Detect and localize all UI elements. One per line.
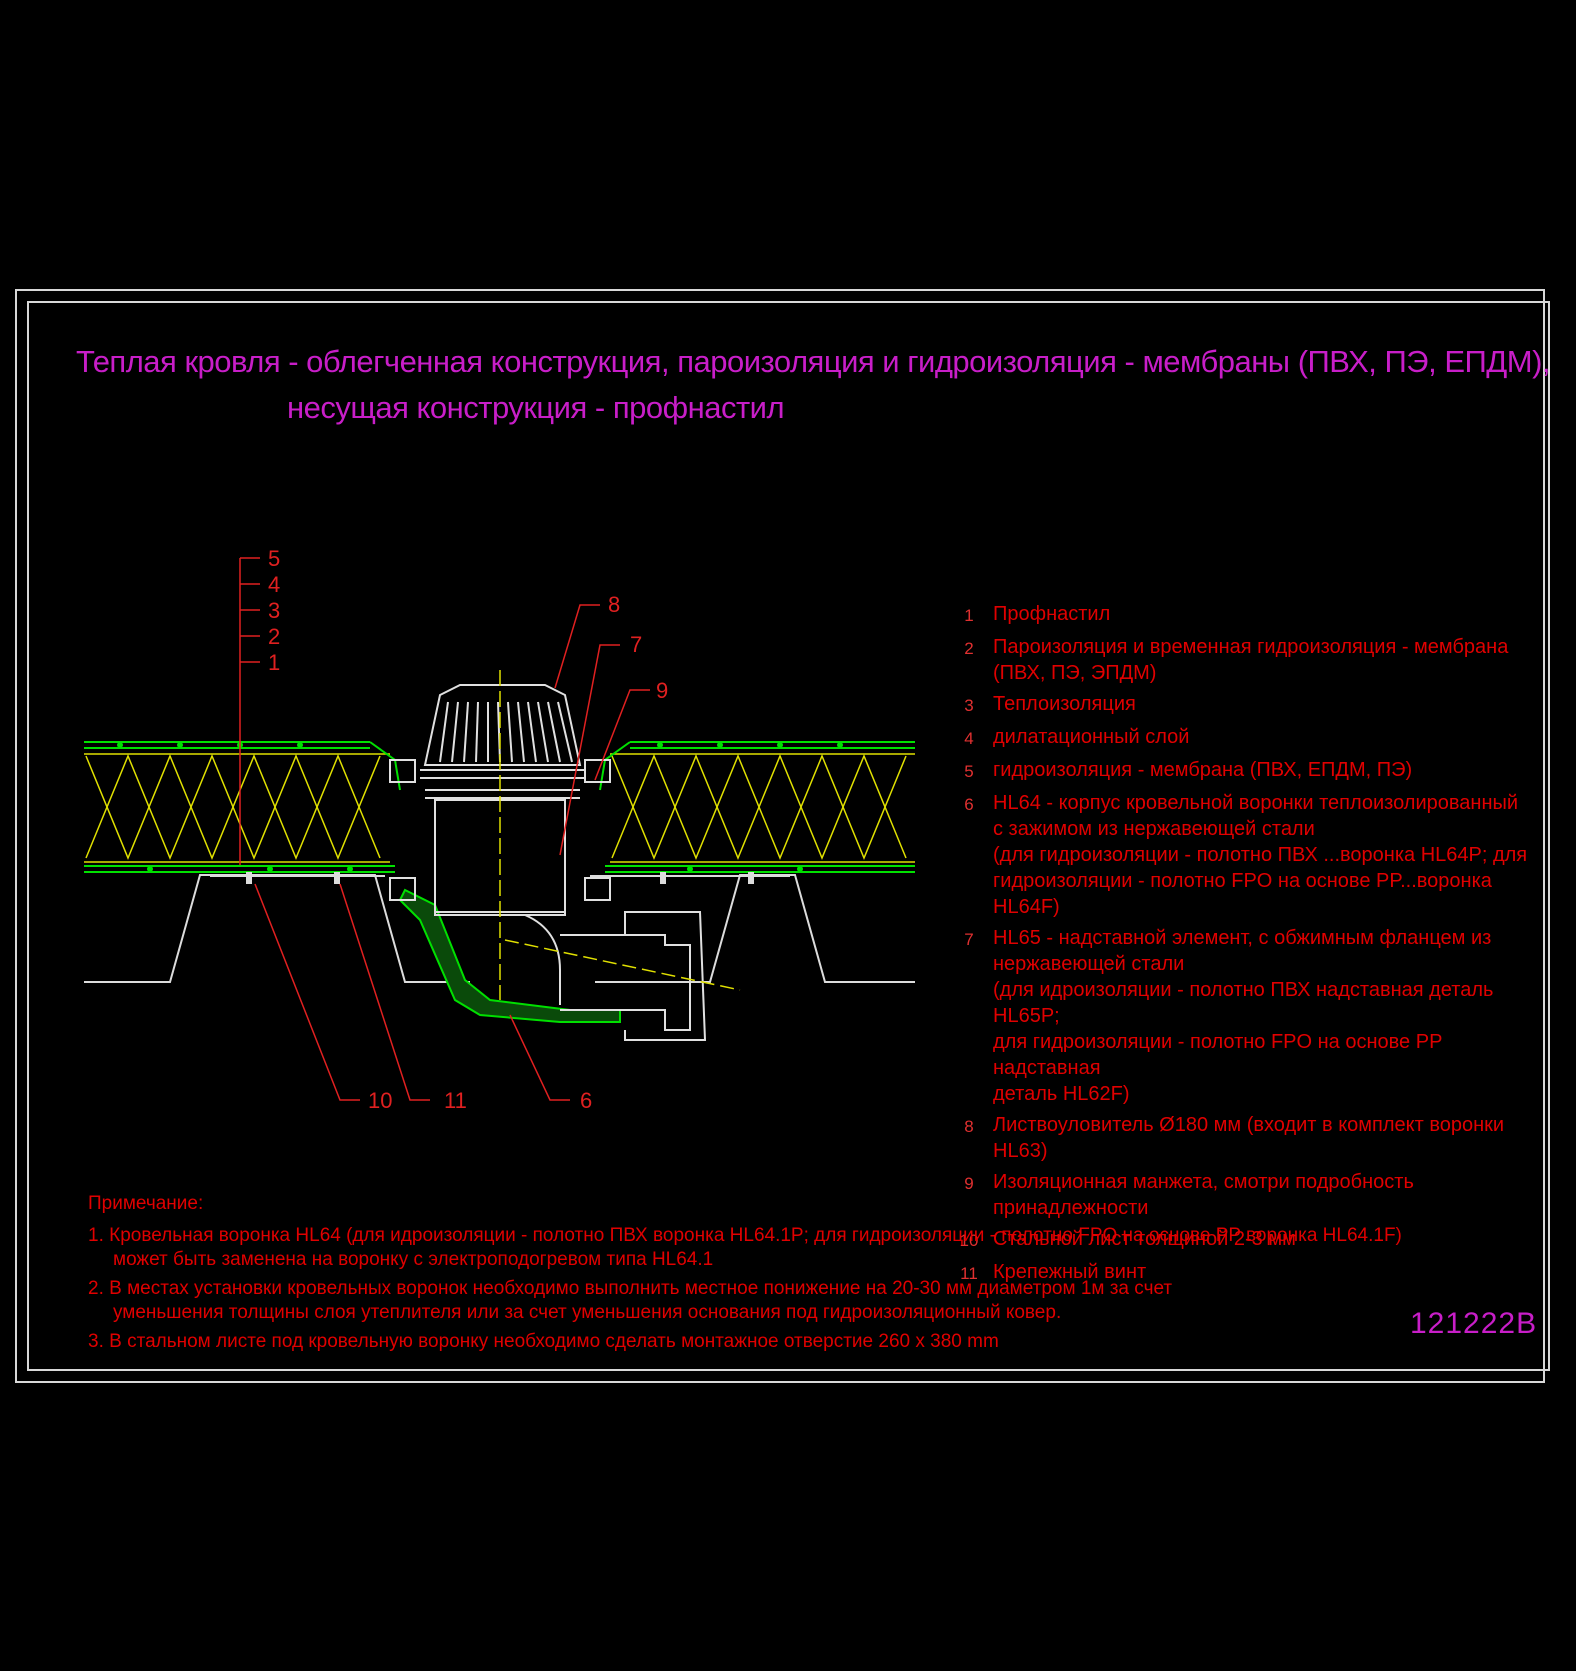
note-1: 1. Кровельная воронка HL64 (для идроизол… xyxy=(88,1225,1402,1270)
legend: 1 Профнастил 2 Пароизоляция и временная … xyxy=(945,601,1545,1292)
callout-1: 1 xyxy=(268,650,280,675)
legend-text: HL65 - надставной элемент, с обжимным фл… xyxy=(993,927,1494,1105)
drawing-title-line1: Теплая кровля - облегченная конструкция,… xyxy=(76,344,1551,379)
membrane-layers xyxy=(84,741,915,873)
legend-number: 3 xyxy=(964,696,974,715)
legend-text: Листвоуловитель Ø180 мм (входит в компле… xyxy=(993,1114,1505,1162)
note-3: 3. В стальном листе под кровельную ворон… xyxy=(88,1331,999,1352)
legend-text: гидроизоляция - мембрана (ПВХ, ЕПДМ, ПЭ) xyxy=(993,759,1413,781)
legend-number: 5 xyxy=(964,762,974,781)
notes-heading: Примечание: xyxy=(88,1193,204,1214)
callout-11: 11 xyxy=(444,1088,467,1113)
drain-body xyxy=(398,888,621,1023)
legend-item: 10 Стальной лист толщиной 2-3 мм xyxy=(945,1226,1545,1254)
callout-8: 8 xyxy=(608,592,620,617)
legend-text: HL64 - корпус кровельной воронки теплоиз… xyxy=(993,792,1528,918)
screws xyxy=(246,872,754,884)
leaf-guard xyxy=(420,684,585,799)
clamps xyxy=(389,759,611,901)
legend-number: 2 xyxy=(964,639,974,658)
legend-number: 6 xyxy=(964,795,974,814)
legend-item: 2 Пароизоляция и временная гидроизоляция… xyxy=(945,634,1545,686)
callout-7: 7 xyxy=(630,632,642,657)
legend-item: 8 Листвоуловитель Ø180 мм (входит в комп… xyxy=(945,1112,1545,1164)
legend-text: Пароизоляция и временная гидроизоляция -… xyxy=(993,636,1509,684)
legend-number: 9 xyxy=(964,1174,974,1193)
legend-item: 1 Профнастил xyxy=(945,601,1545,629)
legend-text: Стальной лист толщиной 2-3 мм xyxy=(993,1228,1296,1250)
drawing-code: 121222B xyxy=(1410,1307,1538,1340)
insulation-layer xyxy=(84,753,915,863)
legend-item: 7 HL65 - надставной элемент, с обжимным … xyxy=(945,925,1545,1107)
legend-text: дилатационный слой xyxy=(993,726,1190,748)
leaf-guard-slots xyxy=(439,701,573,763)
callout-6: 6 xyxy=(580,1088,592,1113)
legend-number: 8 xyxy=(964,1117,974,1136)
callout-10: 10 xyxy=(368,1088,392,1113)
legend-item: 11 Крепежный винт xyxy=(945,1259,1545,1287)
drawing-frame-inner xyxy=(27,301,1550,1371)
legend-item: 6 HL64 - корпус кровельной воронки тепло… xyxy=(945,790,1545,920)
drawing-frame-outer xyxy=(15,289,1545,1383)
callout-3: 3 xyxy=(268,598,280,623)
legend-item: 3 Теплоизоляция xyxy=(945,691,1545,719)
drawing-title-line2: несущая конструкция - профнастил xyxy=(287,390,785,425)
legend-item: 4 дилатационный слой xyxy=(945,724,1545,752)
legend-text: Теплоизоляция xyxy=(993,693,1136,715)
legend-item: 9 Изоляционная манжета, смотри подробнос… xyxy=(945,1169,1545,1221)
legend-text: Изоляционная манжета, смотри подробность… xyxy=(993,1171,1414,1219)
legend-number: 10 xyxy=(959,1231,979,1250)
legend-number: 4 xyxy=(964,729,974,748)
callout-2: 2 xyxy=(268,624,280,649)
legend-number: 11 xyxy=(960,1264,978,1283)
legend-text: Профнастил xyxy=(993,603,1111,625)
callout-5: 5 xyxy=(268,546,280,571)
membrane-dots xyxy=(117,742,843,872)
notes: Примечание: 1. Кровельная воронка HL64 (… xyxy=(88,1192,1418,1359)
legend-number: 7 xyxy=(964,930,974,949)
legend-number: 1 xyxy=(964,606,974,625)
note-2: 2. В местах установки кровельных воронок… xyxy=(88,1278,1173,1323)
callout-4: 4 xyxy=(268,572,280,597)
callout-labels: 5 4 3 2 1 8 7 9 10 11 6 xyxy=(268,546,668,1113)
callout-9: 9 xyxy=(656,678,668,703)
callout-leaders xyxy=(239,557,650,1101)
legend-item: 5 гидроизоляция - мембрана (ПВХ, ЕПДМ, П… xyxy=(945,757,1545,785)
legend-text: Крепежный винт xyxy=(993,1261,1147,1283)
